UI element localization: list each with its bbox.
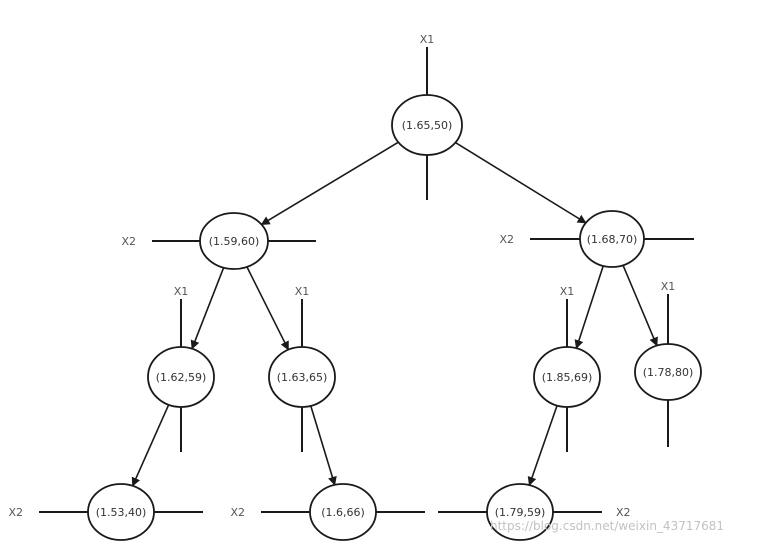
- axis-label: X1: [174, 285, 189, 298]
- tree-node: [147, 346, 215, 408]
- axis-label: X1: [661, 280, 676, 293]
- tree-node-label: (1.79,59): [495, 506, 546, 519]
- axis-label: X1: [295, 285, 310, 298]
- tree-node-label: (1.6,66): [321, 506, 365, 519]
- tree-node-label: (1.62,59): [156, 371, 207, 384]
- axis-label: X2: [230, 506, 245, 519]
- axis-label: X1: [420, 33, 435, 46]
- tree-node: [87, 483, 155, 541]
- axis-label: X2: [121, 235, 136, 248]
- tree-edge-arrow: [310, 405, 337, 486]
- watermark-text: https://blog.csdn.net/weixin_43717681: [490, 519, 725, 533]
- tree-node: [533, 346, 601, 408]
- axis-label: X2: [499, 233, 514, 246]
- tree-node: [309, 483, 377, 541]
- tree-edge-arrow: [246, 266, 290, 351]
- tree-node-label: (1.53,40): [96, 506, 147, 519]
- tree-node-label: (1.85,69): [542, 371, 593, 384]
- tree-node: [579, 210, 645, 268]
- tree-edge-arrow: [527, 405, 558, 486]
- tree-node-label: (1.63,65): [277, 371, 328, 384]
- tree-node: [634, 343, 702, 401]
- tree-edge-arrow: [131, 404, 170, 487]
- tree-edge-arrow: [260, 141, 399, 226]
- tree-node: [391, 94, 463, 156]
- axis-label: X1: [560, 285, 575, 298]
- axis-label: X2: [616, 506, 631, 519]
- tree-node-label: (1.65,50): [402, 119, 453, 132]
- tree-node: [268, 346, 336, 408]
- tree-edge-arrow: [454, 141, 587, 224]
- tree-node-label: (1.78,80): [643, 366, 694, 379]
- tree-edge-arrow: [574, 265, 604, 350]
- tree-node: [199, 212, 269, 270]
- tree-edge-arrow: [190, 267, 225, 350]
- axis-label: X2: [8, 506, 23, 519]
- tree-node-label: (1.59,60): [209, 235, 260, 248]
- tree-edge-arrow: [622, 264, 658, 347]
- tree-node: [486, 483, 554, 541]
- tree-node-label: (1.68,70): [587, 233, 638, 246]
